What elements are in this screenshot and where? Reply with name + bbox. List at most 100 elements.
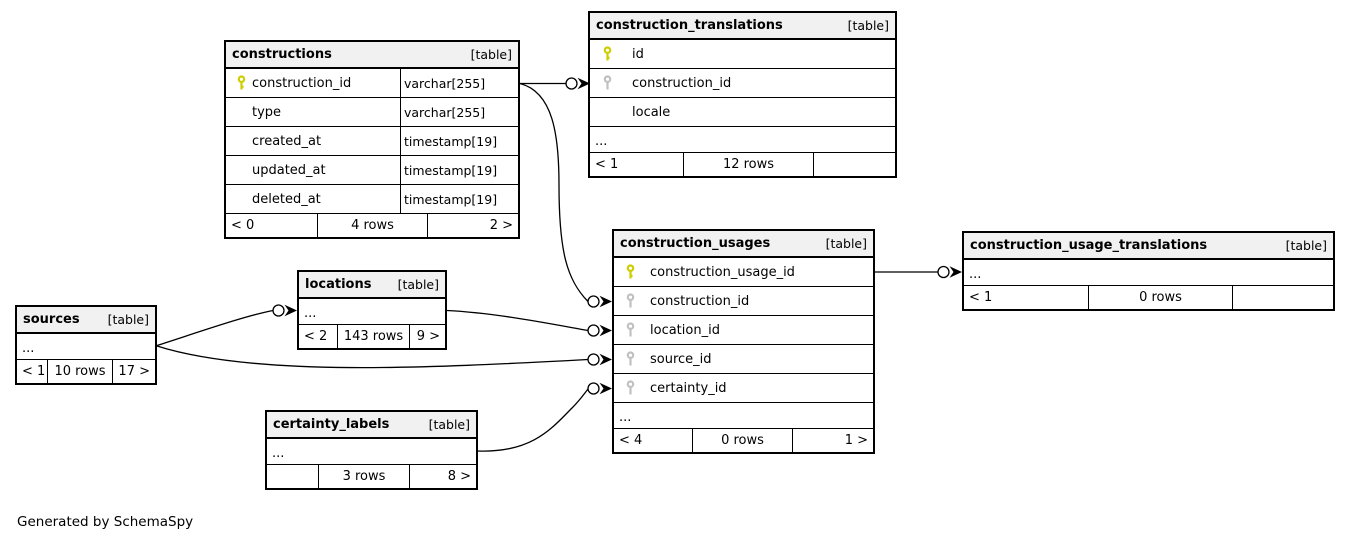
foreign-key-icon (626, 351, 635, 366)
table-construction-translations[interactable]: construction_translations [table] id con… (588, 11, 897, 178)
footer-row-count: 10 rows (47, 360, 113, 383)
table-footer: < 1 0 rows (964, 286, 1333, 309)
hidden-columns-ellipsis: ... (17, 334, 155, 360)
column-name: construction_id (650, 293, 750, 309)
column-row: construction_usage_id (614, 258, 873, 287)
table-construction-usage-translations[interactable]: construction_usage_translations [table] … (962, 231, 1335, 311)
table-tag: [table] (397, 277, 439, 292)
footer-parent-count: < 4 (619, 433, 643, 448)
column-row: updated_at timestamp[19] (226, 156, 518, 185)
relation-constructions-to-construction-usages (519, 82, 612, 308)
table-locations[interactable]: locations [table] ... < 2 143 rows 9 > (297, 270, 447, 350)
table-tag: [table] (825, 236, 867, 251)
column-name: created_at (252, 133, 322, 149)
foreign-key-icon (626, 322, 635, 337)
column-name: construction_id (252, 75, 352, 91)
table-tag: [table] (107, 312, 149, 327)
column-name: locale (632, 104, 671, 120)
column-type: timestamp[19] (400, 127, 518, 155)
table-sources[interactable]: sources [table] ... < 1 10 rows 17 > (15, 305, 157, 385)
column-name: type (252, 104, 282, 120)
footer-child-count: 9 > (416, 329, 440, 344)
column-row: type varchar[255] (226, 98, 518, 127)
table-footer: < 0 4 rows 2 > (226, 214, 518, 237)
footer-child-count: 17 > (118, 364, 150, 379)
column-name: source_id (650, 351, 712, 367)
footer-parent-count (267, 465, 318, 488)
column-name: id (632, 46, 644, 62)
table-title[interactable]: sources (23, 312, 80, 327)
column-row: construction_id (614, 287, 873, 316)
table-title[interactable]: certainty_labels (273, 417, 390, 432)
relation-sources-to-locations (156, 304, 297, 347)
relation-sources-to-construction-usages (156, 345, 612, 369)
relation-construction-usages-to-construction-usage-translations (875, 265, 962, 279)
column-type: timestamp[19] (400, 156, 518, 184)
column-row: deleted_at timestamp[19] (226, 185, 518, 214)
foreign-key-icon (626, 293, 635, 308)
primary-key-icon (237, 75, 246, 90)
hidden-columns-ellipsis: ... (964, 260, 1333, 286)
table-title[interactable]: constructions (232, 47, 332, 62)
table-constructions[interactable]: constructions [table] construction_id va… (224, 40, 520, 239)
hidden-columns-ellipsis: ... (590, 127, 895, 153)
footer-child-count: 8 > (447, 469, 471, 484)
table-certainty-labels[interactable]: certainty_labels [table] ... 3 rows 8 > (265, 410, 478, 490)
relation-locations-to-construction-usages (446, 309, 612, 337)
table-footer: < 1 12 rows (590, 153, 895, 176)
column-name: deleted_at (252, 191, 321, 207)
table-header: constructions [table] (226, 42, 518, 69)
column-name: location_id (650, 322, 720, 338)
table-footer: 3 rows 8 > (267, 465, 476, 488)
table-tag: [table] (847, 18, 889, 33)
column-row: created_at timestamp[19] (226, 127, 518, 156)
footer-parent-count: < 1 (969, 290, 993, 305)
table-tag: [table] (428, 417, 470, 432)
table-title[interactable]: locations (305, 277, 372, 292)
hidden-columns-ellipsis: ... (299, 299, 445, 325)
table-title[interactable]: construction_translations (596, 18, 783, 33)
column-name: construction_id (632, 75, 732, 91)
column-type: varchar[255] (400, 69, 518, 97)
footer-parent-count: < 1 (595, 157, 619, 172)
column-name: updated_at (252, 162, 326, 178)
column-row: source_id (614, 345, 873, 374)
generator-note: Generated by SchemaSpy (17, 514, 194, 530)
foreign-key-icon (626, 380, 635, 395)
table-tag: [table] (1285, 238, 1327, 253)
column-row: locale (590, 98, 895, 127)
footer-row-count: 0 rows (692, 429, 793, 452)
table-footer: < 1 10 rows 17 > (17, 360, 155, 383)
table-construction-usages[interactable]: construction_usages [table] construction… (612, 229, 875, 454)
table-header: construction_usages [table] (614, 231, 873, 258)
footer-row-count: 3 rows (318, 465, 410, 488)
table-header: construction_usage_translations [table] (964, 233, 1333, 260)
footer-child-count: 1 > (844, 433, 868, 448)
column-row: certainty_id (614, 374, 873, 403)
footer-row-count: 4 rows (317, 214, 428, 237)
column-row: construction_id (590, 69, 895, 98)
column-name: certainty_id (650, 380, 727, 396)
column-name: construction_usage_id (650, 264, 795, 280)
column-row: location_id (614, 316, 873, 345)
table-title[interactable]: construction_usages (620, 236, 771, 251)
footer-row-count: 0 rows (1088, 286, 1233, 309)
hidden-columns-ellipsis: ... (614, 403, 873, 429)
footer-row-count: 143 rows (337, 325, 410, 348)
relation-constructions-to-construction-translations (520, 77, 590, 90)
footer-parent-count: < 1 (22, 364, 46, 379)
table-header: locations [table] (299, 272, 445, 299)
column-type: timestamp[19] (400, 185, 518, 213)
footer-child-count (814, 153, 895, 176)
table-footer: < 4 0 rows 1 > (614, 429, 873, 452)
table-tag: [table] (470, 47, 512, 62)
footer-parent-count: < 2 (304, 329, 328, 344)
table-footer: < 2 143 rows 9 > (299, 325, 445, 348)
primary-key-icon (626, 264, 635, 279)
column-row: construction_id varchar[255] (226, 69, 518, 98)
relation-certainty-labels-to-construction-usages (477, 382, 612, 452)
hidden-columns-ellipsis: ... (267, 439, 476, 465)
table-title[interactable]: construction_usage_translations (970, 238, 1208, 253)
